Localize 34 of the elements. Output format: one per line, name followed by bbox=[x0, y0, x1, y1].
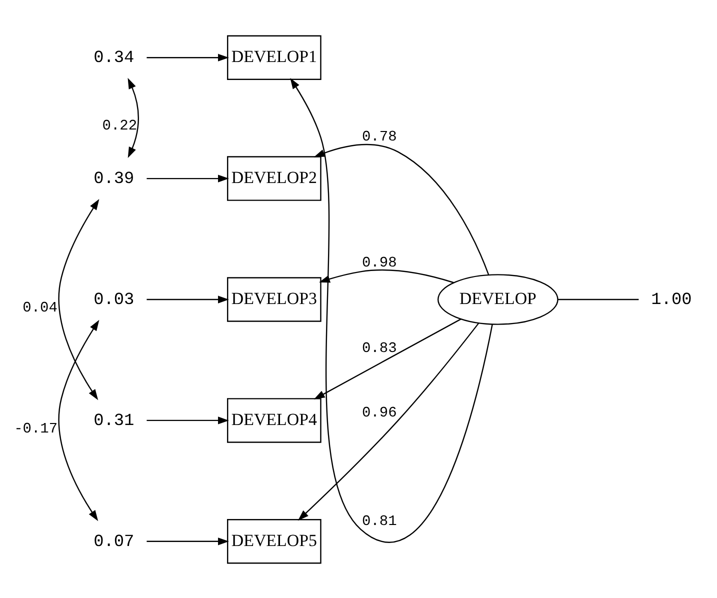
node-ellipse: DEVELOP bbox=[437, 274, 558, 324]
edge-label: 0.04 bbox=[22, 300, 58, 316]
arrow bbox=[128, 77, 140, 158]
arrow bbox=[146, 537, 229, 545]
arrow bbox=[58, 198, 100, 400]
edge-label: 0.96 bbox=[362, 404, 397, 421]
node-text: 1.00 bbox=[651, 290, 692, 310]
node-text: 0.31 bbox=[94, 411, 134, 430]
node-box: DEVELOP3 bbox=[227, 276, 322, 322]
node-box: DEVELOP4 bbox=[227, 398, 322, 442]
arrow bbox=[298, 322, 480, 520]
arrow bbox=[58, 319, 100, 521]
edge-label: 0.78 bbox=[362, 129, 397, 146]
arrow bbox=[146, 174, 229, 182]
connector bbox=[558, 298, 639, 300]
node-text: 0.34 bbox=[94, 48, 134, 68]
node-box: DEVELOP2 bbox=[227, 156, 322, 200]
edge-label: 0.22 bbox=[102, 118, 138, 134]
edge-label: -0.17 bbox=[14, 420, 58, 437]
edge-label: 0.98 bbox=[362, 254, 397, 271]
node-box: DEVELOP1 bbox=[227, 34, 322, 80]
edge-label: 0.81 bbox=[362, 514, 397, 530]
node-text: 0.39 bbox=[94, 170, 134, 189]
arrow bbox=[146, 295, 229, 303]
arrow bbox=[290, 77, 493, 542]
arrow bbox=[146, 53, 229, 61]
arrow bbox=[319, 269, 454, 283]
node-box: DEVELOP5 bbox=[227, 518, 322, 564]
arrow bbox=[314, 318, 462, 399]
edge-label: 0.83 bbox=[362, 340, 397, 357]
arrow bbox=[146, 416, 229, 424]
node-text: 0.03 bbox=[94, 290, 134, 310]
arrow bbox=[314, 144, 490, 274]
node-text: 0.07 bbox=[94, 532, 134, 552]
